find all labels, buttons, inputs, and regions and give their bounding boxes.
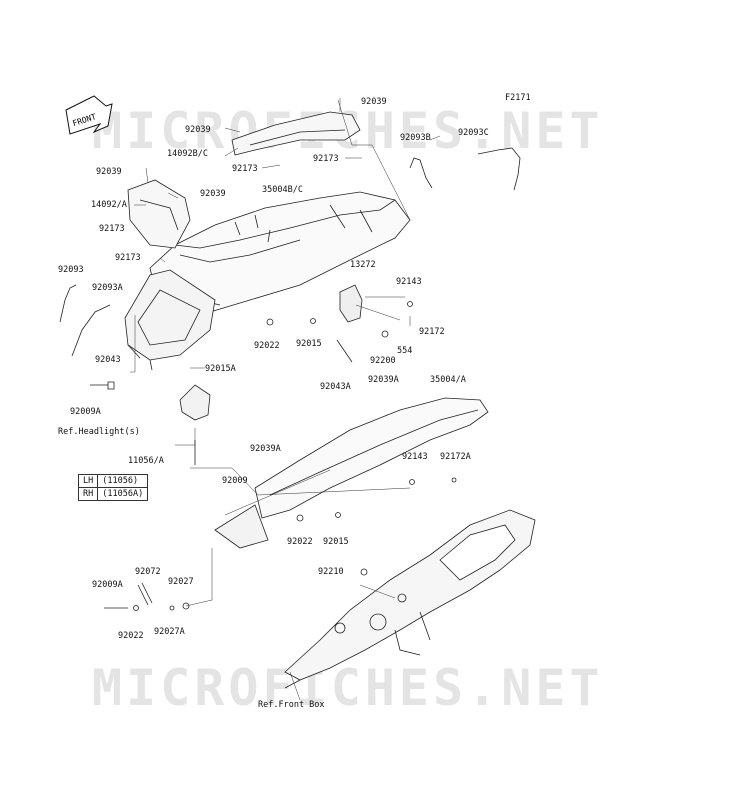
nut-92027a-part <box>169 605 175 611</box>
label-92022-b: 92022 <box>287 537 313 547</box>
label-92039-c: 92039 <box>200 189 226 199</box>
label-92015a: 92015A <box>205 364 236 374</box>
headlight-bracket-part <box>179 384 211 421</box>
lower-cover-part <box>214 397 489 549</box>
legend-side: RH <box>77 487 99 501</box>
strip-92093-part <box>59 284 77 323</box>
label-92022-c: 92022 <box>118 631 144 641</box>
label-13272: 13272 <box>350 260 376 270</box>
top-trim-part <box>231 111 361 156</box>
label-92009a-b: 92009A <box>92 580 123 590</box>
legend-code: (11056) <box>97 474 149 488</box>
label-92015-a: 92015 <box>296 339 322 349</box>
label-92039a-b: 92039A <box>250 444 281 454</box>
bolt-92009a-part <box>90 381 115 390</box>
label-92143-b: 92143 <box>402 452 428 462</box>
label-92009: 92009 <box>222 476 248 486</box>
label-92015-b: 92015 <box>323 537 349 547</box>
label-92072: 92072 <box>135 567 161 577</box>
label-92093c: 92093C <box>458 128 489 138</box>
strip-92093c-part <box>477 147 521 191</box>
label-92173-c: 92173 <box>99 224 125 234</box>
label-92143-a: 92143 <box>396 277 422 287</box>
upper-cover-part <box>149 191 411 319</box>
figure-id: F2171 <box>505 93 531 103</box>
label-92027: 92027 <box>168 577 194 587</box>
label-92043a: 92043A <box>320 382 351 392</box>
label-92172a: 92172A <box>440 452 471 462</box>
label-92009a-a: 92009A <box>70 407 101 417</box>
bolt-92043a-part <box>336 339 353 363</box>
washer-92022-c-part <box>133 605 139 611</box>
clip-92072-part <box>137 582 153 606</box>
leader-lines <box>130 98 441 701</box>
label-92093a: 92093A <box>92 283 123 293</box>
label-92093b: 92093B <box>400 133 431 143</box>
label-92210: 92210 <box>318 567 344 577</box>
label-ref-front-box: Ref.Front Box <box>258 700 325 710</box>
label-11056a: 11056/A <box>128 456 164 466</box>
label-92173-b: 92173 <box>313 154 339 164</box>
table-row: RH (11056A) <box>77 487 149 501</box>
label-92027a: 92027A <box>154 627 185 637</box>
nut-92027-part <box>182 602 190 610</box>
side-trim-left-part <box>127 179 191 249</box>
table-row: LH (11056) <box>77 474 149 488</box>
label-92022-a: 92022 <box>254 341 280 351</box>
label-ref-headlight: Ref.Headlight(s) <box>58 427 140 437</box>
label-92173-a: 92173 <box>232 164 258 174</box>
nut-92172a-part <box>451 477 457 483</box>
washer-92022-b-part <box>296 514 304 522</box>
headlight-housing-part <box>124 269 216 371</box>
washer-92200-part <box>381 330 389 338</box>
strip-92093b-part <box>409 157 433 189</box>
label-92039a-a: 92039A <box>368 375 399 385</box>
nut-92210-part <box>360 568 368 576</box>
label-92039-top: 92039 <box>361 97 387 107</box>
label-554: 554 <box>397 346 413 356</box>
label-14092a: 14092/A <box>91 200 127 210</box>
label-92043: 92043 <box>95 355 121 365</box>
label-35004a: 35004/A <box>430 375 466 385</box>
strip-92093a-part <box>71 304 111 357</box>
lh-rh-legend-table: LH (11056) RH (11056A) <box>77 474 149 501</box>
nut-92015-part <box>310 318 316 324</box>
label-35004bc: 35004B/C <box>262 185 303 195</box>
label-92172: 92172 <box>419 327 445 337</box>
label-92039-a: 92039 <box>185 125 211 135</box>
watermark-bottom: MICROFICHES.NET <box>92 659 604 717</box>
washer-92022-part <box>266 318 274 326</box>
label-14092bc: 14092B/C <box>167 149 208 159</box>
bracket-13272-part <box>339 284 363 323</box>
label-92093: 92093 <box>58 265 84 275</box>
label-92039-b: 92039 <box>96 167 122 177</box>
legend-side: LH <box>77 474 99 488</box>
front-box-part <box>284 509 536 689</box>
label-92173-d: 92173 <box>115 253 141 263</box>
front-arrow-icon: FRONT <box>65 95 113 135</box>
washer-92143-part <box>407 301 413 307</box>
washer-92143-b-part <box>409 479 415 485</box>
legend-code: (11056A) <box>97 487 149 501</box>
nut-92015-b-part <box>335 512 341 518</box>
label-92200: 92200 <box>370 356 396 366</box>
